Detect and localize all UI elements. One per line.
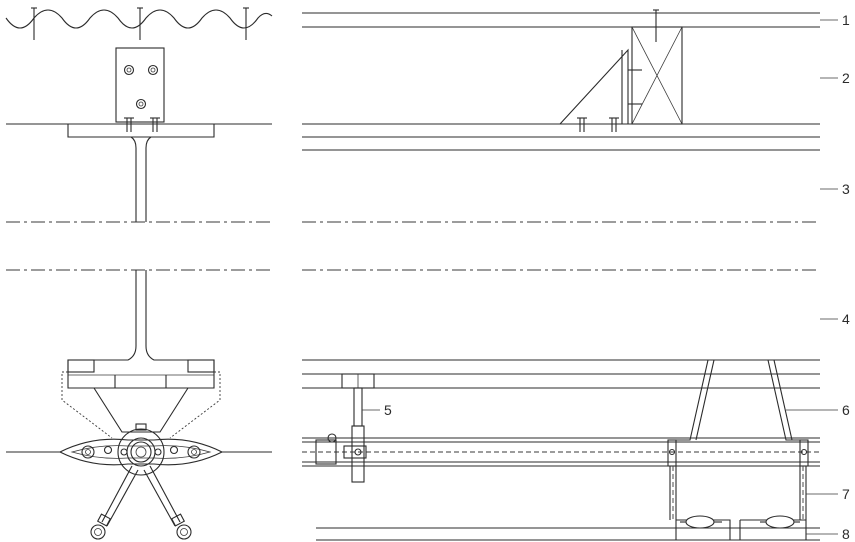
callout-leaders bbox=[362, 19, 838, 535]
corrugated-roof-sheet bbox=[5, 9, 273, 29]
cleat-plate bbox=[115, 47, 165, 132]
callout-5: 5 bbox=[384, 402, 392, 418]
hanger-5 bbox=[341, 373, 375, 483]
hanger-frame-6 bbox=[667, 359, 809, 467]
callout-3: 3 bbox=[842, 181, 850, 197]
rods-7 bbox=[669, 466, 807, 520]
hanger-bracket bbox=[93, 387, 189, 433]
insulators-8 bbox=[316, 515, 820, 541]
callout-8: 8 bbox=[842, 526, 850, 542]
purlin-section bbox=[631, 26, 683, 125]
section-view bbox=[5, 7, 273, 540]
elevation-view bbox=[302, 9, 820, 541]
i-beam-upper bbox=[67, 124, 215, 222]
tension-rods bbox=[90, 465, 192, 540]
callout-4: 4 bbox=[842, 311, 850, 327]
callout-6: 6 bbox=[842, 402, 850, 418]
callout-1: 1 bbox=[842, 12, 850, 28]
roof-fasteners bbox=[31, 7, 249, 40]
clamp-assembly bbox=[6, 423, 272, 476]
triangular-cleat bbox=[558, 48, 642, 132]
i-beam-lower bbox=[67, 270, 215, 389]
callout-7: 7 bbox=[842, 486, 850, 502]
detail-leader-lines bbox=[61, 371, 221, 439]
cable-run bbox=[302, 433, 820, 467]
callout-2: 2 bbox=[842, 70, 850, 86]
